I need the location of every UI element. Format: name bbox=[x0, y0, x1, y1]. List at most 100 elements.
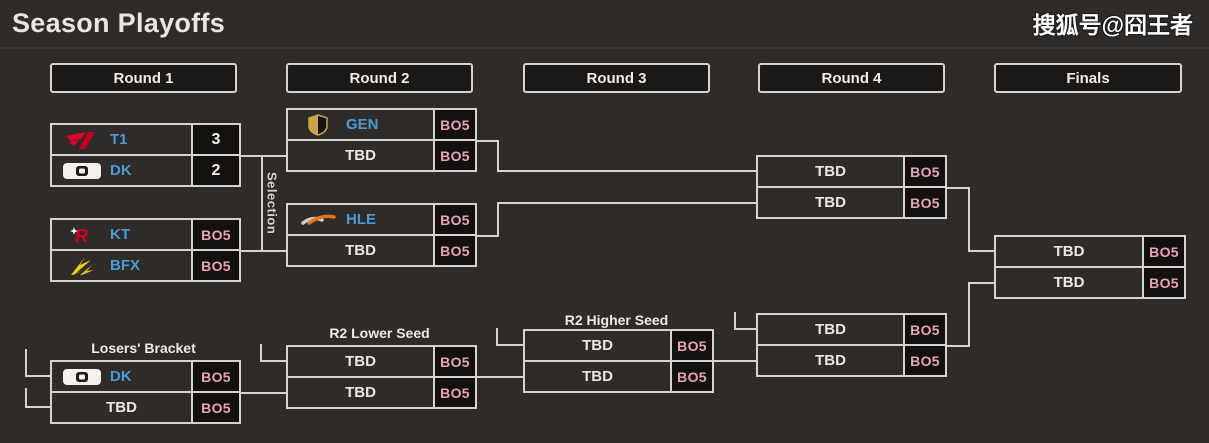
team-name: TBD bbox=[582, 337, 613, 354]
bo5-badge: BO5 bbox=[433, 110, 475, 139]
match-round1-upper: T1 3 DK 2 bbox=[50, 123, 241, 187]
r2-lower-seed-label: R2 Lower Seed bbox=[329, 325, 430, 341]
round-header-2: Round 2 bbox=[286, 63, 473, 93]
connector-line bbox=[968, 250, 994, 252]
round-header-4: Round 4 bbox=[758, 63, 945, 93]
losers-bracket-label: Losers' Bracket bbox=[91, 340, 196, 356]
team-row-dk[interactable]: DK BO5 bbox=[52, 362, 239, 391]
team-row-hle[interactable]: HLE BO5 bbox=[288, 205, 475, 234]
team-row-dk[interactable]: DK 2 bbox=[52, 154, 239, 185]
match-round1-lower: R KT BO5 BFX BO5 bbox=[50, 218, 241, 282]
bo5-badge: BO5 bbox=[433, 236, 475, 265]
connector-line bbox=[237, 392, 286, 394]
connector-line bbox=[734, 328, 756, 330]
connector-line bbox=[945, 345, 970, 347]
match-r2-lower-seed: TBD BO5 TBD BO5 bbox=[286, 345, 477, 409]
team-row-tbd[interactable]: TBD BO5 bbox=[288, 347, 475, 376]
bo5-badge: BO5 bbox=[903, 315, 945, 344]
dk-logo-icon bbox=[62, 368, 102, 386]
bo5-badge: BO5 bbox=[191, 251, 239, 280]
selection-label: Selection bbox=[264, 171, 280, 235]
connector-line bbox=[496, 328, 498, 346]
connector-line bbox=[25, 349, 27, 377]
bo5-badge: BO5 bbox=[1142, 268, 1184, 297]
bo5-badge: BO5 bbox=[433, 347, 475, 376]
team-name: TBD bbox=[815, 163, 846, 180]
bfx-logo-icon bbox=[62, 256, 102, 276]
connector-line bbox=[968, 187, 970, 252]
score-value: 2 bbox=[191, 156, 239, 185]
bo5-badge: BO5 bbox=[191, 362, 239, 391]
round-header-3: Round 3 bbox=[523, 63, 710, 93]
connector-line bbox=[25, 406, 50, 408]
hle-logo-icon bbox=[298, 210, 338, 230]
team-row-bfx[interactable]: BFX BO5 bbox=[52, 249, 239, 280]
team-row-tbd[interactable]: TBD BO5 bbox=[288, 139, 475, 170]
bo5-badge: BO5 bbox=[433, 141, 475, 170]
kt-logo-icon: R bbox=[62, 225, 102, 245]
team-name: TBD bbox=[815, 321, 846, 338]
bo5-badge: BO5 bbox=[433, 205, 475, 234]
team-name: T1 bbox=[110, 131, 128, 148]
team-row-tbd[interactable]: TBD BO5 bbox=[758, 186, 945, 217]
team-name: TBD bbox=[1053, 243, 1085, 260]
team-name: TBD bbox=[345, 147, 376, 164]
match-round4-upper: TBD BO5 TBD BO5 bbox=[756, 155, 947, 219]
team-name: TBD bbox=[815, 352, 846, 369]
t1-logo-icon bbox=[62, 130, 102, 150]
team-row-tbd[interactable]: TBD BO5 bbox=[996, 266, 1184, 297]
team-row-gen[interactable]: GEN BO5 bbox=[288, 110, 475, 139]
team-name: TBD bbox=[582, 368, 613, 385]
watermark-text: 搜狐号@囧王者 bbox=[1032, 12, 1193, 38]
match-round2-upper: GEN BO5 TBD BO5 bbox=[286, 108, 477, 172]
connector-line bbox=[497, 140, 499, 172]
connector-line bbox=[734, 312, 736, 330]
team-row-tbd[interactable]: TBD BO5 bbox=[525, 331, 712, 360]
team-row-kt[interactable]: R KT BO5 bbox=[52, 220, 239, 249]
team-row-tbd[interactable]: TBD BO5 bbox=[52, 391, 239, 422]
team-name: DK bbox=[110, 162, 132, 179]
bo5-badge: BO5 bbox=[1142, 237, 1184, 266]
team-name: TBD bbox=[106, 399, 137, 416]
dk-logo-icon bbox=[62, 162, 102, 180]
bo5-badge: BO5 bbox=[670, 362, 712, 391]
r2-higher-seed-label: R2 Higher Seed bbox=[564, 312, 669, 328]
team-row-tbd[interactable]: TBD BO5 bbox=[288, 234, 475, 265]
team-name: DK bbox=[110, 368, 132, 385]
team-row-tbd[interactable]: TBD BO5 bbox=[758, 157, 945, 186]
match-finals: TBD BO5 TBD BO5 bbox=[994, 235, 1186, 299]
connector-line bbox=[25, 375, 50, 377]
team-name: TBD bbox=[1053, 274, 1085, 291]
connector-line bbox=[473, 376, 523, 378]
match-round4-lower: TBD BO5 TBD BO5 bbox=[756, 313, 947, 377]
team-row-tbd[interactable]: TBD BO5 bbox=[758, 344, 945, 375]
connector-line bbox=[260, 360, 286, 362]
connector-line bbox=[25, 388, 27, 408]
team-name: TBD bbox=[815, 194, 846, 211]
page-title: Season Playoffs bbox=[12, 8, 226, 38]
round-header-finals: Finals bbox=[994, 63, 1182, 93]
bo5-badge: BO5 bbox=[903, 346, 945, 375]
team-name: GEN bbox=[346, 116, 379, 133]
svg-text:R: R bbox=[75, 226, 88, 245]
connector-line bbox=[945, 187, 970, 189]
match-r2-higher-seed: TBD BO5 TBD BO5 bbox=[523, 329, 714, 393]
team-row-tbd[interactable]: TBD BO5 bbox=[758, 315, 945, 344]
team-name: BFX bbox=[110, 257, 140, 274]
match-round2-lower: HLE BO5 TBD BO5 bbox=[286, 203, 477, 267]
team-name: HLE bbox=[346, 211, 376, 228]
round-header-1: Round 1 bbox=[50, 63, 237, 93]
connector-line bbox=[473, 235, 499, 237]
team-row-t1[interactable]: T1 3 bbox=[52, 125, 239, 154]
team-row-tbd[interactable]: TBD BO5 bbox=[525, 360, 712, 391]
team-row-tbd[interactable]: TBD BO5 bbox=[996, 237, 1184, 266]
bo5-badge: BO5 bbox=[903, 188, 945, 217]
bo5-badge: BO5 bbox=[191, 220, 239, 249]
connector-line bbox=[710, 360, 756, 362]
team-row-tbd[interactable]: TBD BO5 bbox=[288, 376, 475, 407]
connector-line bbox=[261, 155, 263, 252]
connector-line bbox=[968, 283, 970, 347]
bo5-badge: BO5 bbox=[903, 157, 945, 186]
team-name: TBD bbox=[345, 353, 376, 370]
